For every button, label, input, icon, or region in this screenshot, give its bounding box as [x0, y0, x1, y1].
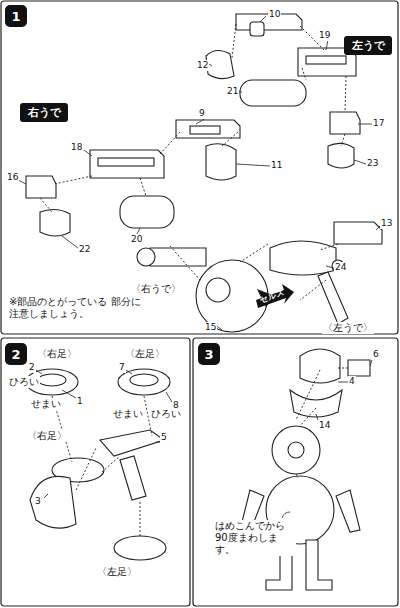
- callout-number: 5: [160, 432, 168, 443]
- direction-arrow: [256, 284, 294, 308]
- part-label: 〈左足〉: [96, 566, 138, 578]
- section-tag: 右うで: [20, 103, 68, 122]
- callout-number: 3: [34, 496, 42, 507]
- callout-number: 17: [372, 118, 385, 129]
- part-label: 〈左うで〉: [322, 322, 374, 334]
- callout-number: 23: [366, 158, 379, 169]
- callout-number: 19: [318, 30, 331, 41]
- tag-text: 2: [11, 347, 20, 362]
- callout-number: 6: [372, 349, 380, 360]
- section-tag: 左うで: [344, 36, 392, 55]
- part-label: せまい: [112, 408, 144, 420]
- note-text: はめこんでから 90度まわします。: [214, 520, 296, 556]
- callout-number: 2: [28, 362, 36, 373]
- part-label: 〈右うで〉: [130, 283, 182, 295]
- callout-number: 22: [78, 244, 91, 255]
- part-label: ひろい: [8, 376, 40, 388]
- callout-number: 15: [204, 322, 217, 333]
- step-number: 1: [5, 5, 27, 27]
- step-number: 2: [5, 343, 27, 365]
- callout-number: 16: [6, 172, 19, 183]
- callout-number: 10: [268, 9, 281, 20]
- callout-number: 12: [196, 60, 209, 71]
- callout-number: 13: [380, 218, 393, 229]
- callout-number: 8: [172, 400, 180, 411]
- tag-text: 1: [11, 9, 20, 24]
- tag-text: 3: [204, 347, 213, 362]
- step-number: 3: [198, 343, 220, 365]
- callout-number: 18: [70, 142, 83, 153]
- part-label: 〈右足〉: [26, 430, 68, 442]
- callout-number: 20: [130, 234, 143, 245]
- part-label: 〈右足〉: [36, 348, 78, 360]
- callout-number: 7: [118, 362, 126, 373]
- part-label: せまい: [30, 398, 62, 410]
- tag-text: 右うで: [28, 105, 61, 120]
- note-text: ※部品のとがっている 部分に注意しましょう。: [8, 296, 150, 320]
- callout-number: 4: [348, 376, 356, 387]
- callout-number: 14: [318, 420, 331, 431]
- callout-number: 1: [76, 396, 84, 407]
- tag-text: 左うで: [352, 38, 385, 53]
- callout-number: 9: [198, 108, 206, 119]
- callout-number: 24: [334, 262, 347, 273]
- part-label: 〈左足〉: [124, 348, 166, 360]
- callout-number: 11: [270, 160, 283, 171]
- callout-number: 21: [226, 86, 239, 97]
